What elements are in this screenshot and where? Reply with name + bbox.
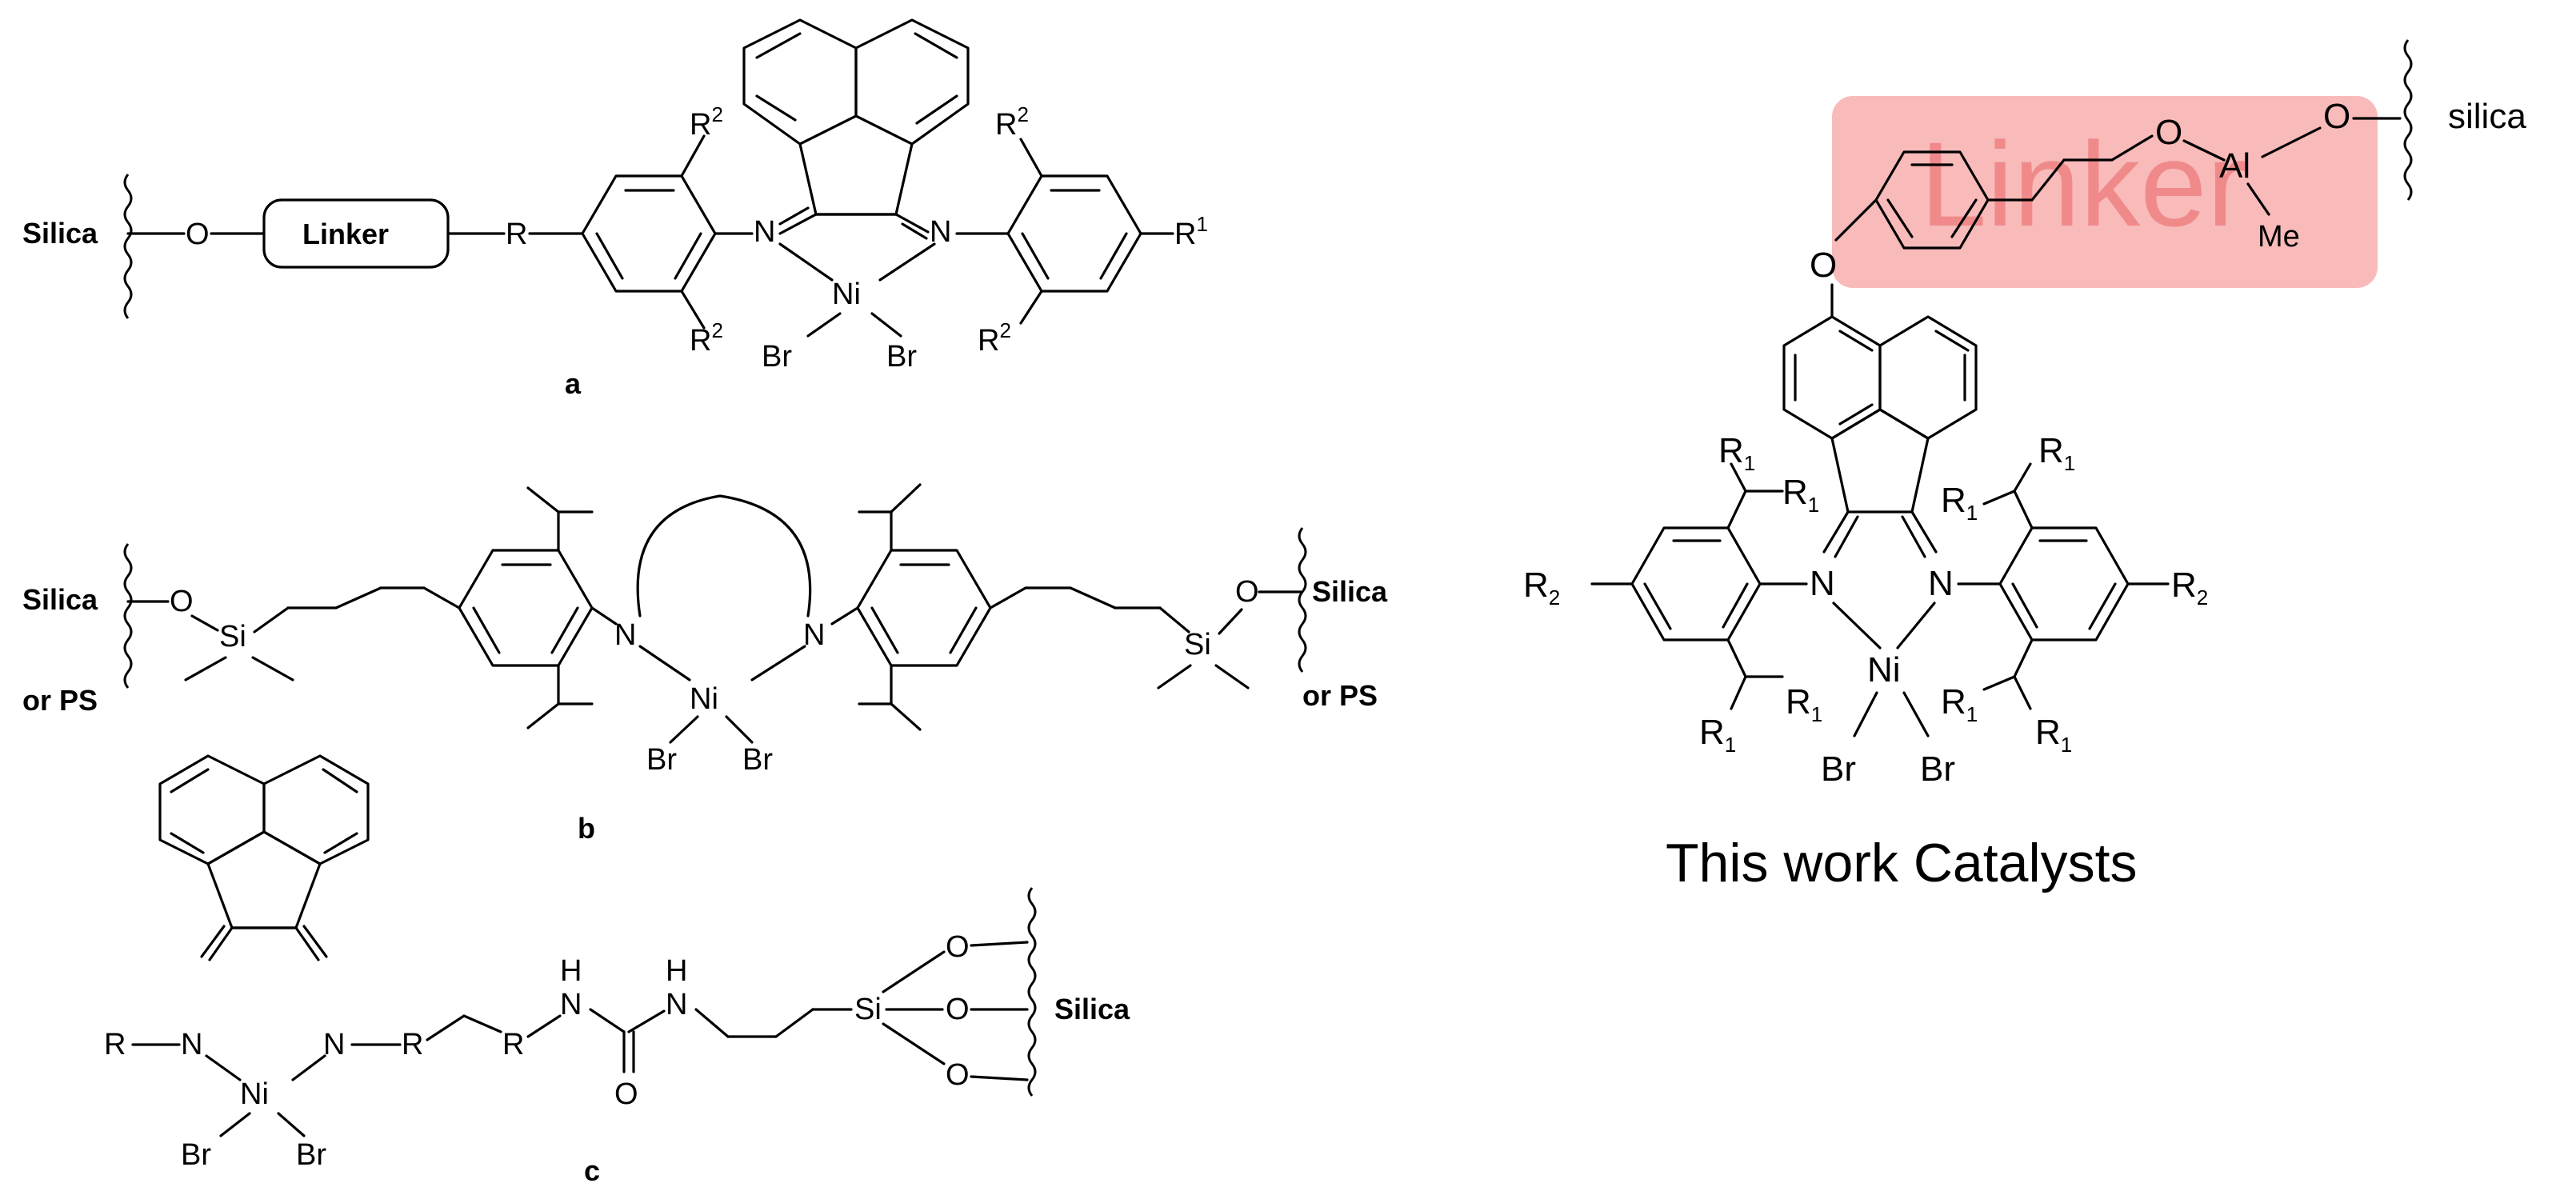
r-right-c: R [502,1028,524,1061]
ni-b: Ni [690,682,718,716]
r-left-c: R [104,1028,126,1061]
r2-top-right-a: R2 [995,102,1029,142]
label-a: a [565,367,582,400]
n-left-a: N [754,215,775,249]
label-b: b [578,812,595,845]
silica-surface-b-left [123,543,133,689]
r1-a: R1 [1174,212,1208,251]
this-work-structure: Linker O Al Me O silica O [1523,39,2526,893]
n-left-b: N [614,618,636,652]
nh-left-h: H [560,954,582,988]
silica-surface-c [1027,887,1037,1097]
si-c: Si [854,993,882,1026]
n-left-c: N [181,1028,202,1061]
silica-label-this-work: silica [2448,97,2526,136]
br-right-b: Br [742,743,773,777]
r1-tr-a: R1 [2038,431,2075,475]
structure-b: Silica or PS O Si N N Ni [22,483,1388,845]
r1-tl-a: R1 [1718,431,1755,475]
r1-tr-b: R1 [1941,481,1978,525]
oxygen-a: O [186,218,210,251]
or-ps-b-right: or PS [1302,679,1378,712]
carbonyl-o: O [614,1077,638,1111]
nh-right-h: H [666,954,687,988]
br-left-c: Br [181,1138,211,1172]
r2-bottom-left-a: R2 [690,318,723,358]
r-middle-c: R [402,1028,423,1061]
label-c: c [584,1154,600,1187]
r1-bl-a: R1 [1699,713,1736,757]
oxygen-b-right: O [1235,575,1259,609]
br-left-b: Br [646,743,677,777]
linker-watermark: Linker [1920,117,2247,251]
r2-top-left-a: R2 [690,102,723,142]
silica-label-b-right: Silica [1312,575,1388,608]
n-right-b: N [803,618,825,652]
br-left-this-work: Br [1821,749,1856,789]
silica-surface-b-right [1298,527,1307,673]
si-b-left: Si [219,620,246,653]
o-top-c: O [946,930,970,964]
o-ether: O [1810,246,1837,285]
silica-label-b-left: Silica [22,583,98,616]
r-group-a: R [506,218,527,251]
nh-right-n: N [666,988,687,1021]
structure-c: R N N Ni Br Br R R N H O N H Si O O [104,754,1130,1187]
silica-surface-a [123,174,133,319]
ni-a: Ni [832,278,861,311]
or-ps-b-left: or PS [22,684,98,717]
o-linker-2: O [2323,97,2350,136]
ni-c: Ni [240,1077,269,1111]
silica-label-c: Silica [1054,993,1130,1025]
br-right-c: Br [296,1138,326,1172]
br-right-this-work: Br [1920,749,1955,789]
n-left-this-work: N [1810,564,1835,603]
linker-highlight [1832,96,2378,288]
r1-br-a: R1 [2035,713,2072,757]
nh-left-n: N [560,988,582,1021]
al-label: Al [2219,146,2250,186]
n-right-c: N [323,1028,345,1061]
si-b-right: Si [1184,628,1211,661]
o-bottom-c: O [946,1058,970,1092]
o-linker-1: O [2155,113,2182,152]
r2-left-this-work: R2 [1523,566,1560,609]
r1-br-b: R1 [1941,682,1978,726]
silica-label-a: Silica [22,217,98,250]
r1-bl-b: R1 [1786,682,1822,726]
n-right-a: N [930,215,951,249]
this-work-caption: This work Catalysts [1666,833,2137,893]
oxygen-b-left: O [170,585,194,618]
structure-a: Silica O Linker R R2 R2 N N [22,18,1208,400]
silica-surface-this-work [2403,39,2413,201]
r1-tl-b: R1 [1782,473,1819,517]
r2-bottom-right-a: R2 [978,318,1011,358]
r2-right-this-work: R2 [2171,566,2208,609]
linker-box-label: Linker [302,218,389,250]
br-left-a: Br [762,340,792,374]
ni-this-work: Ni [1867,650,1901,689]
n-right-this-work: N [1928,564,1954,603]
o-middle-c: O [946,993,970,1026]
br-right-a: Br [886,340,917,374]
me-label: Me [2258,220,2300,254]
